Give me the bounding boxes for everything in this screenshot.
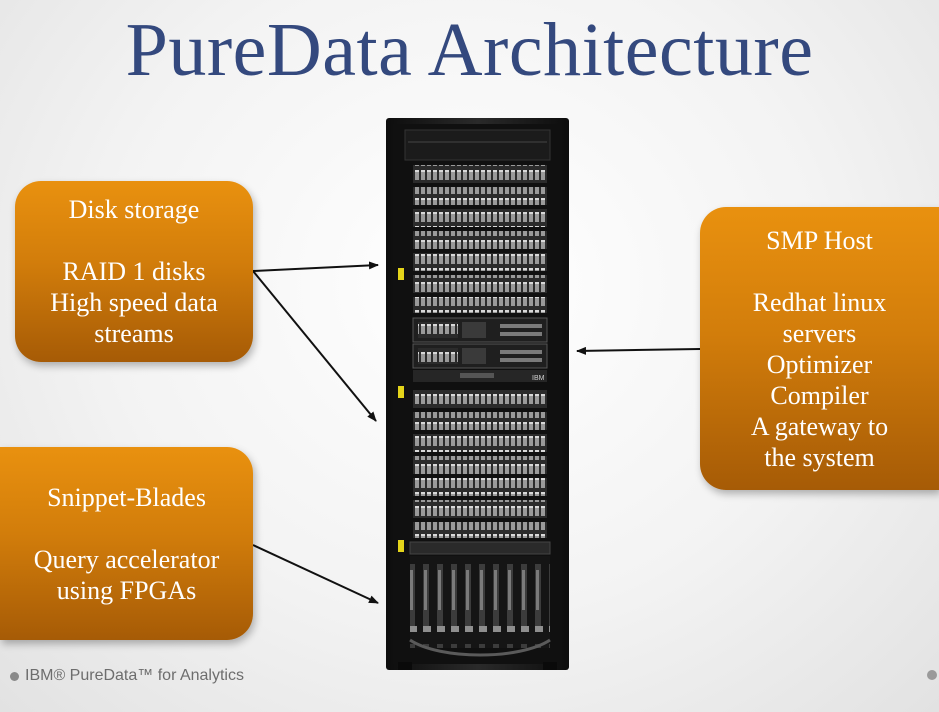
smp-host-line: Compiler	[770, 380, 869, 410]
smp-host-line: Optimizer	[766, 349, 873, 379]
arrow-snippet	[252, 544, 379, 604]
smp-host-heading: SMP Host	[766, 225, 873, 255]
smp-host-line: servers	[782, 318, 857, 348]
disk-enclosures-lower	[413, 390, 547, 538]
snippet-blades-line: Query accelerator	[33, 544, 220, 574]
disk-storage-line: High speed data	[50, 288, 218, 317]
footer-text: IBM® PureData™ for Analytics	[25, 667, 244, 684]
disk-enclosures-upper	[413, 165, 547, 313]
slide-footer: IBM® PureData™ for Analytics	[10, 664, 244, 688]
snippet-blades-heading: Snippet-Blades	[47, 482, 206, 512]
smp-host-line: Redhat linux	[752, 287, 887, 317]
snippet-blades-line: using FPGAs	[56, 575, 197, 605]
smp-host-line: the system	[764, 442, 875, 472]
smp-host-box: SMP Host Redhat linux servers Optimizer …	[700, 207, 939, 490]
smp-host-servers: IBM	[412, 317, 548, 382]
arrow-disk-lower	[252, 270, 377, 422]
disk-storage-heading: Disk storage	[68, 195, 200, 224]
slide-title: PureData Architecture	[125, 8, 814, 92]
server-rack: IBM	[386, 118, 569, 670]
rack-tag	[398, 386, 404, 398]
rack-tag	[398, 540, 404, 552]
disk-storage-line: RAID 1 disks	[62, 257, 206, 286]
smp-host-line: A gateway to	[750, 411, 889, 441]
arrow-smp	[576, 346, 701, 355]
disk-storage-box: Disk storage RAID 1 disks High speed dat…	[15, 181, 253, 362]
disk-storage-line: streams	[94, 319, 174, 348]
snippet-blades-box: Snippet-Blades Query accelerator using F…	[0, 447, 253, 640]
bullet-icon	[927, 670, 937, 680]
rack-brand-label: IBM	[532, 375, 545, 382]
bullet-icon	[10, 671, 19, 681]
snippet-blade-chassis	[409, 541, 551, 657]
rack-tag	[398, 268, 404, 280]
arrow-disk-upper	[252, 261, 379, 272]
